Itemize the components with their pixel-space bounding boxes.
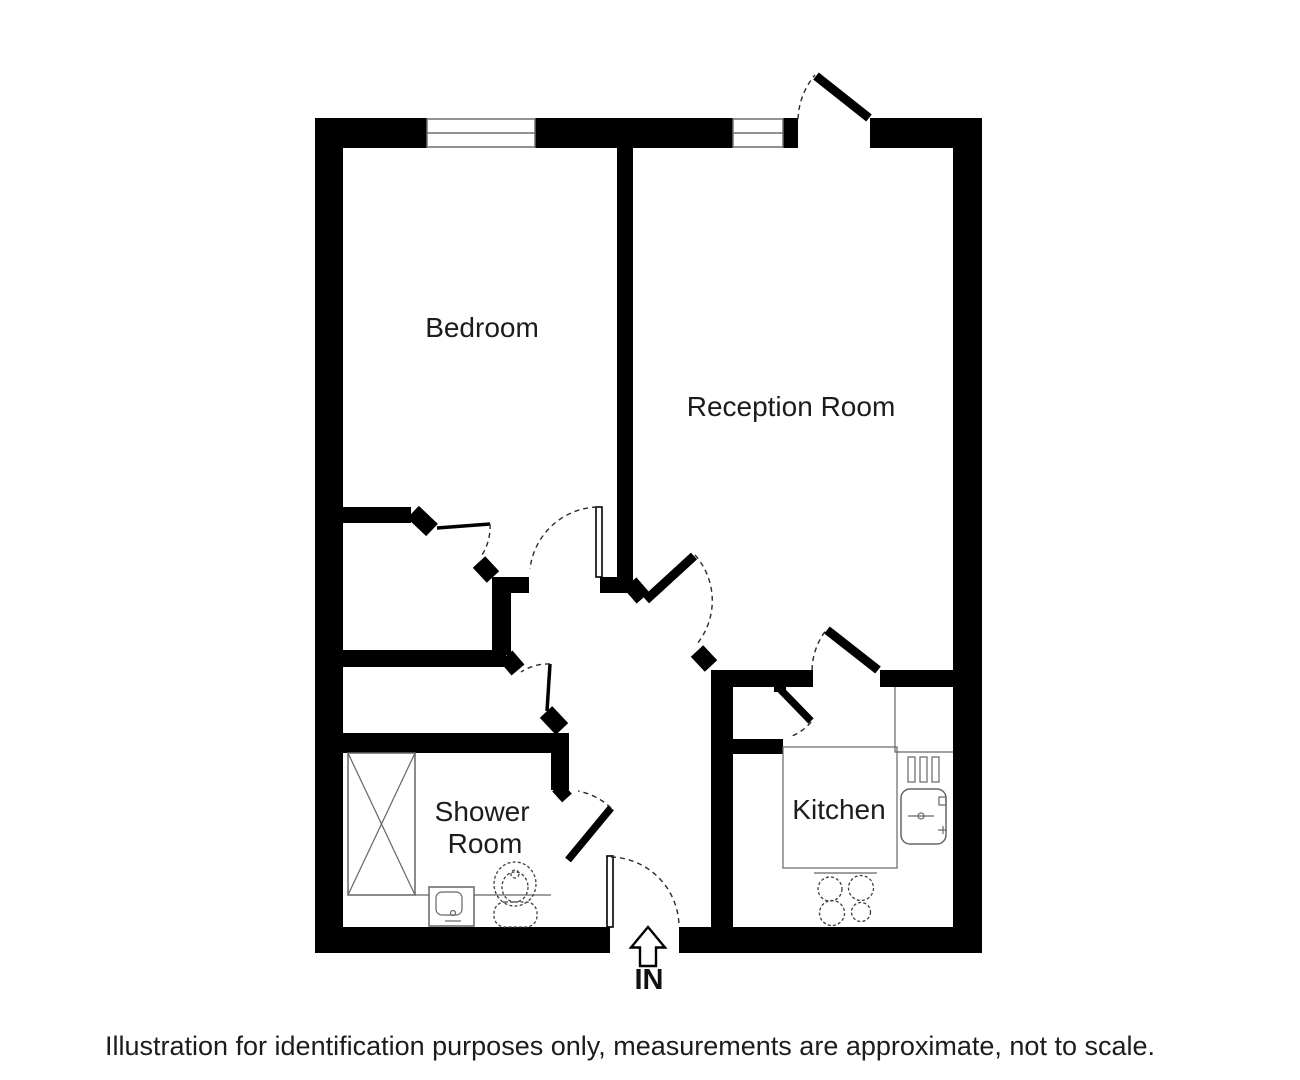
reception-window (732, 118, 784, 148)
toilet (493, 861, 538, 928)
bedroom-bottom-wall (343, 507, 411, 523)
outer-walls (315, 118, 982, 953)
top-wall-segment (535, 118, 733, 148)
kitchen-label: Kitchen (792, 794, 885, 825)
door-stub (690, 645, 718, 672)
kitchen-cupboard-wall (733, 739, 783, 754)
hallway-area (440, 522, 700, 722)
hallway-door (529, 506, 603, 578)
door-swing-arc (520, 663, 551, 673)
balcony-door (797, 72, 872, 122)
drainer-bar (907, 756, 916, 783)
shower-tray (347, 752, 416, 896)
door-leaf (777, 686, 814, 724)
left-wall (315, 118, 343, 953)
hob-burner (818, 899, 846, 927)
windows (426, 118, 784, 148)
shower-room-east-wall (551, 733, 569, 790)
bedroom-reception-divider-wall (617, 148, 633, 577)
toilet-bowl (493, 861, 537, 907)
entrance-door (606, 855, 680, 928)
kitchen-cupboard-door (777, 686, 814, 738)
hall-cupboard-door (520, 663, 552, 712)
toilet-flush (510, 869, 520, 879)
shower-room-door (565, 790, 614, 863)
top-wall-segment (783, 118, 798, 148)
doors (436, 72, 881, 928)
door-swing-arc (694, 554, 713, 645)
door-swing-arc (610, 856, 680, 927)
entrance-arrow-icon (628, 925, 668, 968)
kitchen-sink (900, 788, 947, 845)
basin-drain (449, 909, 457, 917)
reception-room-label: Reception Room (687, 391, 896, 422)
door-stub (623, 577, 650, 604)
door-swing-arc (788, 721, 812, 738)
entrance-label: IN (635, 964, 664, 996)
bedroom-door (436, 522, 491, 559)
hob-burner (847, 874, 875, 902)
door-stub (407, 505, 438, 537)
reception-room-door (642, 552, 713, 645)
tap-valve (938, 796, 947, 806)
kitchen-counter-edge (782, 746, 898, 869)
kitchen-door (811, 626, 881, 674)
shower-room-top-wall (329, 733, 552, 753)
door-swing-arc (797, 74, 816, 120)
hob (814, 872, 877, 927)
door-stub (539, 706, 569, 735)
kitchen-cabinet-edge (894, 687, 953, 753)
bedroom-label: Bedroom (425, 312, 539, 343)
door-leaf (824, 626, 881, 674)
door-swing-arc (811, 628, 828, 671)
bottom-wall-segment (315, 927, 610, 953)
drainer-bar (919, 756, 928, 783)
kitchen-fixtures (782, 687, 953, 927)
kitchen-lobby-wall (711, 670, 733, 927)
door-stub (499, 650, 525, 676)
door-leaf (595, 506, 603, 578)
basin-bowl (435, 891, 463, 916)
drainer-bar (931, 756, 940, 783)
hob-burner (817, 876, 843, 902)
right-wall (953, 118, 982, 953)
internal-walls (329, 148, 953, 927)
door-leaf (545, 663, 552, 712)
kitchen-top-wall-left (711, 670, 813, 687)
sink-drain (917, 812, 925, 820)
hall-side-wall (492, 577, 511, 655)
door-leaf (813, 72, 872, 122)
room-labels: Bedroom Reception Room Shower Room Kitch… (425, 312, 895, 859)
door-leaf (606, 855, 614, 928)
door-leaf (436, 522, 491, 530)
disclaimer-caption: Illustration for identification purposes… (105, 1031, 1155, 1061)
door-leaf (642, 552, 698, 604)
shower-room-label: Shower Room (435, 796, 538, 859)
door-swing-arc (529, 506, 598, 570)
entrance-marker: IN (628, 925, 668, 996)
cupboard-top-wall (329, 650, 506, 667)
bedroom-window (426, 118, 536, 148)
bottom-wall-segment (679, 927, 982, 953)
toilet-base (493, 901, 538, 928)
door-leaf (565, 805, 614, 863)
draining-board (907, 756, 940, 783)
shower-tray-cross (347, 752, 416, 896)
door-swing-arc (479, 523, 491, 559)
kitchen-door-nub (774, 683, 786, 692)
door-stub (552, 782, 572, 803)
shower-room-fixtures (347, 752, 551, 928)
hob-burner (850, 901, 872, 923)
door-stub (472, 556, 500, 583)
basin (428, 886, 475, 927)
kitchen-top-wall-right (880, 670, 953, 687)
door-swing-arc (577, 790, 612, 809)
toilet-seat (501, 871, 529, 903)
